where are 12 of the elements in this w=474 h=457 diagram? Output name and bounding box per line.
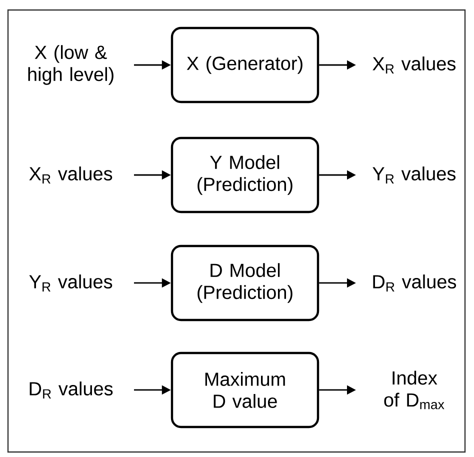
output-label: Y$_{R}$ values xyxy=(372,166,456,184)
input-label: X$_{R}$ values xyxy=(29,166,112,184)
input-label: D$_{R}$ values xyxy=(30,382,113,398)
process-box: Y Model (Prediction) xyxy=(170,136,320,214)
output-label: Index of D$_{max}$ xyxy=(384,370,444,410)
process-box: D Model (Prediction) xyxy=(170,244,320,322)
input-label: X (low & high level) xyxy=(28,45,114,85)
output-label: D$_{R}$ values xyxy=(373,274,456,292)
process-box: Maximum D value xyxy=(170,352,320,428)
output-label: X$_{R}$ values xyxy=(372,56,456,74)
input-label: Y$_{R}$ values xyxy=(29,274,112,292)
process-box: X (Generator) xyxy=(170,26,320,104)
